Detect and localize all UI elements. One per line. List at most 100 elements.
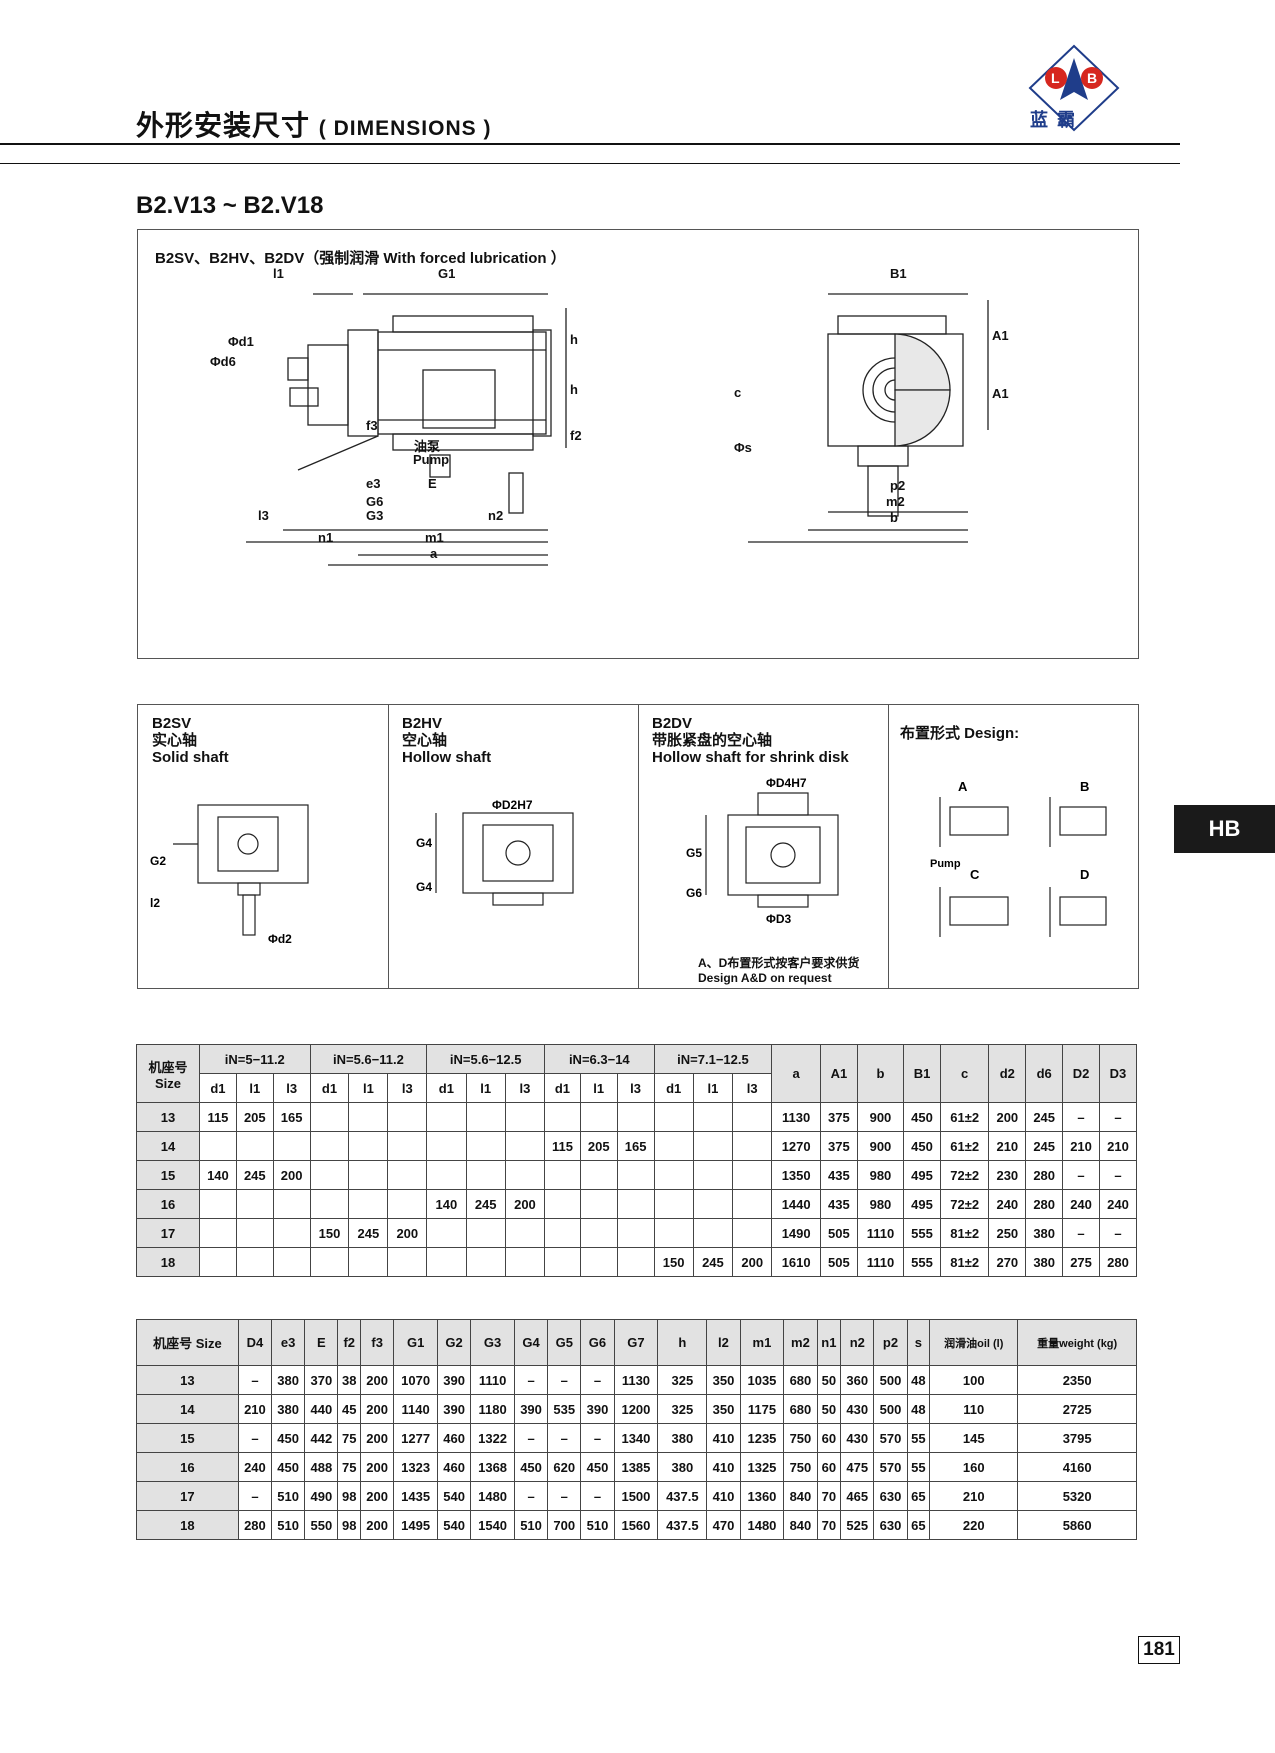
table-cell: 70 [816, 1481, 842, 1511]
table-cell: 200 [732, 1247, 773, 1277]
table-cell: 110 [929, 1394, 1019, 1424]
t1-subheader: d1 [309, 1073, 350, 1103]
table-cell: 350 [706, 1394, 741, 1424]
table-cell: – [1062, 1218, 1100, 1248]
table-cell: 1440 [771, 1189, 821, 1219]
dim-label-g6: G6 [366, 494, 383, 509]
dim-label-e: E [428, 476, 437, 491]
table-cell: 165 [272, 1102, 311, 1132]
t1-header-a1: A1 [819, 1044, 858, 1103]
table-cell: 375 [819, 1102, 858, 1132]
table-cell [692, 1102, 734, 1132]
table-cell: 70 [816, 1510, 842, 1540]
table-cell: 200 [504, 1189, 546, 1219]
table-cell: 430 [840, 1423, 875, 1453]
dim-label-n1: n1 [318, 530, 333, 545]
table-cell: 535 [547, 1394, 582, 1424]
table-cell: – [1098, 1102, 1138, 1132]
variant-b2sv-en: Solid shaft [152, 749, 229, 766]
table-cell: 620 [547, 1452, 582, 1482]
page-title-cn: 外形安装尺寸 [136, 110, 311, 141]
table-cell [465, 1160, 506, 1190]
t2-header: 机座号 Size [136, 1319, 239, 1366]
table-cell: 250 [988, 1218, 1027, 1248]
table-cell: 555 [903, 1247, 941, 1277]
section-tab-hb: HB [1174, 805, 1275, 853]
table-cell: – [580, 1481, 615, 1511]
svg-text:B: B [1087, 70, 1097, 86]
table-cell [426, 1131, 467, 1161]
table-cell [544, 1247, 581, 1277]
table-cell: 61±2 [939, 1131, 990, 1161]
table-cell: 490 [304, 1481, 339, 1511]
table-cell [426, 1218, 467, 1248]
size-cell: 15 [136, 1160, 200, 1190]
size-cell: 13 [136, 1102, 200, 1132]
t1-subheader: l3 [504, 1073, 546, 1103]
table-cell: 410 [706, 1452, 741, 1482]
t2-header: f3 [360, 1319, 395, 1366]
size-cell: 17 [136, 1218, 200, 1248]
logo-text: 蓝 霸 [1030, 110, 1078, 130]
dim-label-d6: Φd6 [210, 354, 236, 369]
table-cell: 65 [906, 1481, 931, 1511]
table-cell: 150 [309, 1218, 350, 1248]
table-cell: 510 [271, 1510, 306, 1540]
table-cell: 495 [903, 1160, 941, 1190]
header-rule-bottom [0, 163, 1180, 164]
t2-header: G5 [547, 1319, 582, 1366]
variant-b2sv-cn: 实心轴 [152, 732, 198, 749]
header-rule-top [0, 143, 1180, 145]
table-cell: 230 [988, 1160, 1027, 1190]
table-cell [387, 1160, 428, 1190]
t1-subheader: l1 [692, 1073, 734, 1103]
table-cell [692, 1131, 734, 1161]
dim-label-m1: m1 [425, 530, 444, 545]
variant-b2dv-en: Hollow shaft for shrink disk [652, 749, 849, 766]
table-cell: 200 [360, 1365, 395, 1395]
table-cell: 165 [616, 1131, 655, 1161]
variant-b2hv-cn: 空心轴 [402, 732, 448, 749]
dim-label-h-upper: h [570, 332, 578, 347]
table-cell: 570 [873, 1452, 908, 1482]
table-cell [387, 1189, 428, 1219]
table-cell: 205 [235, 1102, 274, 1132]
table-cell: 200 [360, 1452, 395, 1482]
table-cell: – [1062, 1102, 1100, 1132]
t1-header-ratio-3: iN=5.6−12.5 [426, 1044, 546, 1074]
dim-label-d1: Φd1 [228, 334, 254, 349]
table-cell [272, 1218, 311, 1248]
table-cell [579, 1218, 618, 1248]
variant-b2sv-drawing: G2 l2 Φd2 [150, 804, 309, 946]
table-cell: 61±2 [939, 1102, 990, 1132]
t1-header-d2: d2 [988, 1044, 1027, 1103]
table-cell: – [1062, 1160, 1100, 1190]
t1-subheader: l3 [616, 1073, 655, 1103]
table-cell: 200 [360, 1510, 395, 1540]
table-cell: 360 [840, 1365, 875, 1395]
table-cell: 240 [237, 1452, 273, 1482]
table-cell [544, 1102, 581, 1132]
size-cell: 18 [136, 1247, 200, 1277]
series-title: B2.V13 ~ B2.V18 [136, 192, 324, 219]
table-cell [348, 1189, 389, 1219]
table-cell: – [513, 1481, 549, 1511]
table-cell: 140 [426, 1189, 467, 1219]
table-cell: 550 [304, 1510, 339, 1540]
variant-b2dv-label-g5: G5 [686, 846, 702, 860]
table-cell: 505 [819, 1218, 858, 1248]
dim-label-n2: n2 [488, 508, 503, 523]
table-cell [426, 1247, 467, 1277]
t2-header: p2 [873, 1319, 908, 1366]
table-cell: 470 [706, 1510, 741, 1540]
table-cell: – [547, 1365, 582, 1395]
table-cell: 475 [840, 1452, 875, 1482]
table-cell: 1070 [393, 1365, 438, 1395]
size-cell: 13 [136, 1365, 239, 1395]
table-cell [235, 1131, 274, 1161]
